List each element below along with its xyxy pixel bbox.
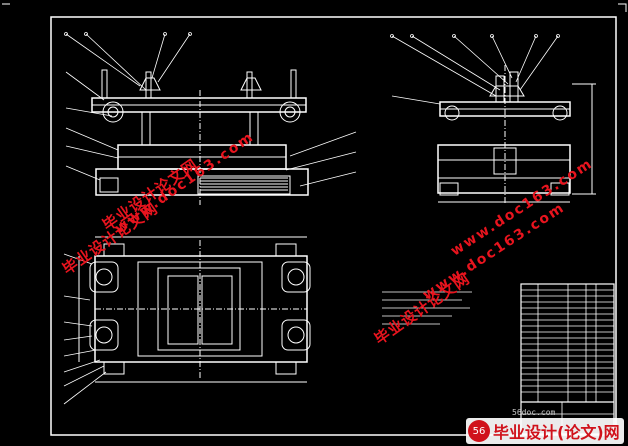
callout-balloons (64, 32, 560, 38)
logo-text: 毕业设计(论文)网 (493, 423, 620, 442)
leader-lines (63, 33, 559, 405)
plan-view (78, 236, 311, 383)
site-logo: 56 毕业设计(论文)网 (466, 418, 624, 444)
sheet-border (50, 16, 617, 436)
front-view (91, 69, 309, 205)
corner-mark (2, 3, 627, 12)
side-view (437, 65, 596, 205)
logo-icon: 56 (468, 420, 490, 442)
site-url: 56doc.com (512, 408, 556, 417)
tech-notes (382, 291, 472, 325)
